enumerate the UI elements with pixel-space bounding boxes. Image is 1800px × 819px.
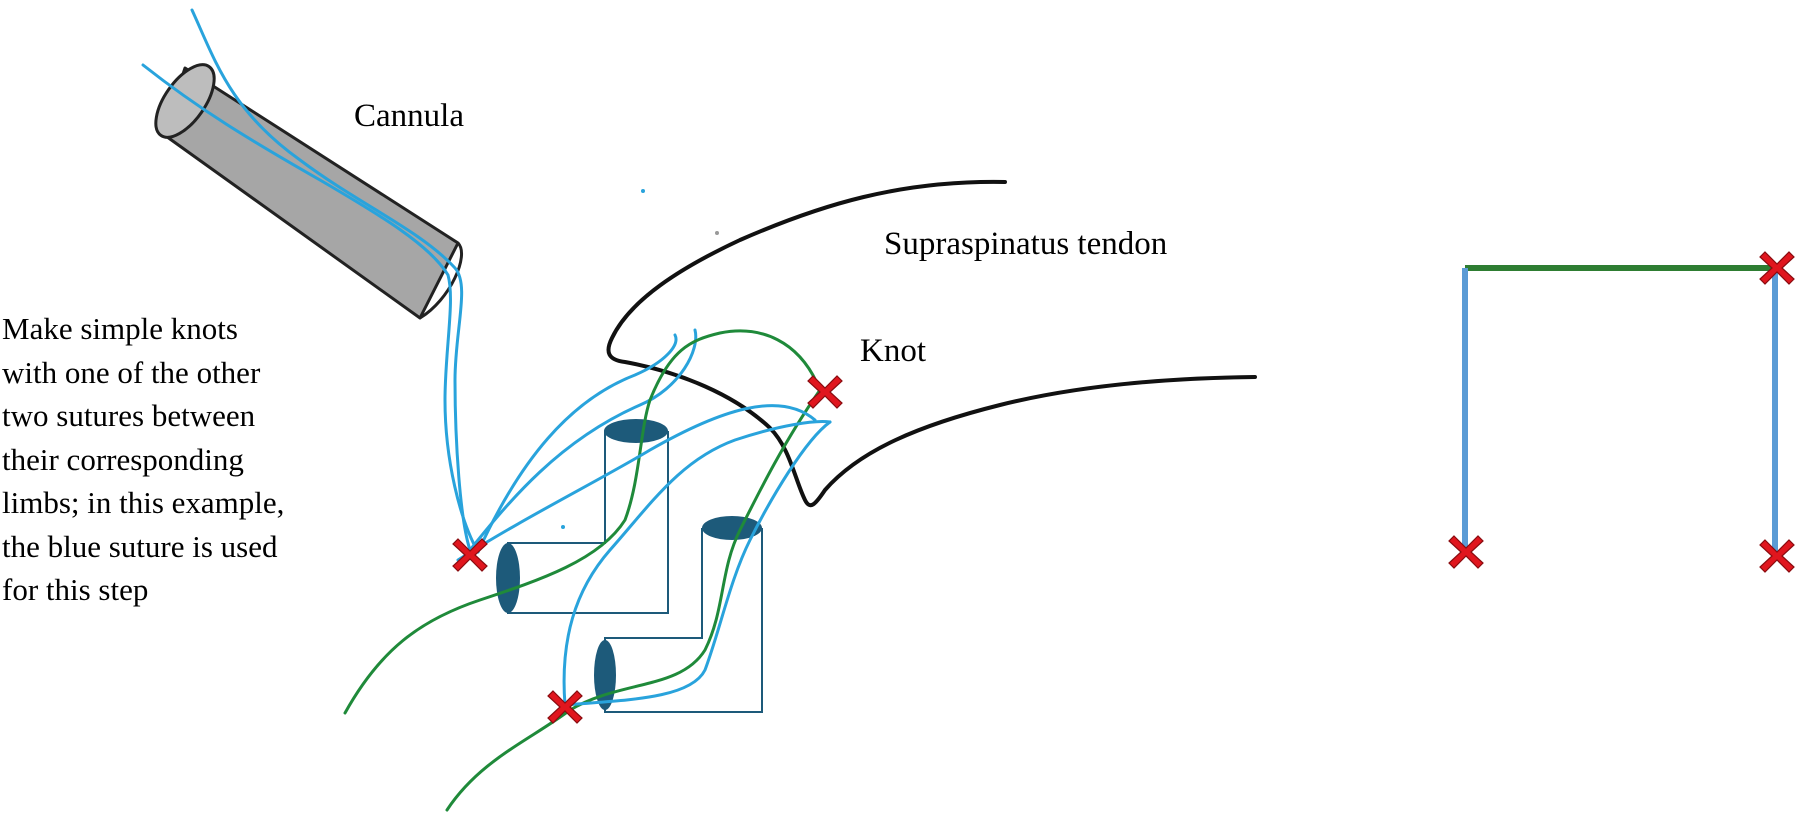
instruction-line: limbs; in this example, — [2, 485, 285, 520]
supraspinatus-tendon-label: Supraspinatus tendon — [884, 226, 1168, 262]
dot — [561, 525, 565, 529]
dot — [715, 231, 719, 235]
suture-anchor-upper — [496, 419, 669, 614]
knot-schematic — [1448, 251, 1795, 573]
blue-suture-limbs — [141, 8, 698, 554]
tendon-outline — [606, 179, 1257, 508]
dot — [641, 189, 645, 193]
instruction-line: two sutures between — [2, 398, 256, 433]
knot-marker-top — [807, 375, 843, 409]
instruction-line: Make simple knots — [2, 311, 238, 346]
cannula — [154, 63, 464, 320]
instruction-line: their corresponding — [2, 441, 244, 477]
cannula-label: Cannula — [354, 98, 464, 134]
instruction-line: the blue suture is used — [2, 528, 278, 564]
blue-suture-lower — [456, 404, 832, 707]
instruction-line: for this step — [2, 572, 149, 607]
knot-marker-left — [452, 538, 488, 572]
suture-anchor-lower — [594, 516, 763, 713]
instruction-text: Make simple knots with one of the other … — [2, 307, 362, 612]
green-suture — [343, 329, 822, 812]
instruction-line: with one of the other — [2, 354, 261, 390]
knot-label: Knot — [860, 333, 926, 369]
